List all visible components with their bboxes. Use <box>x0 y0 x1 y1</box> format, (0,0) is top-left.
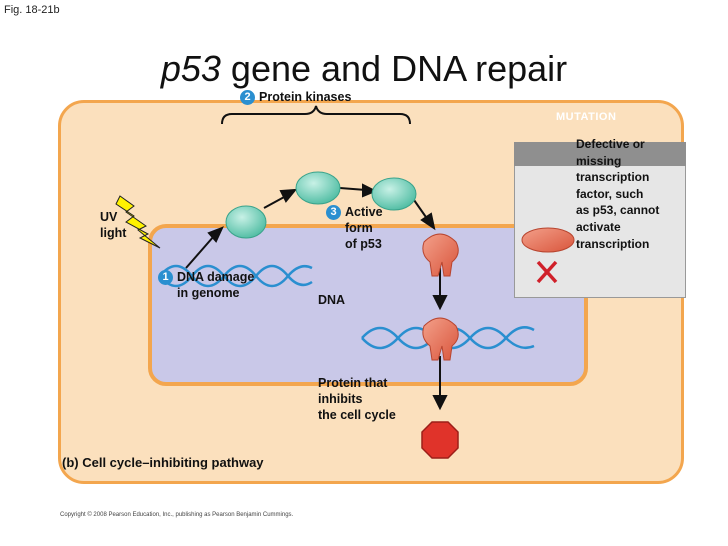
stop-sign-icon <box>421 421 459 459</box>
pathway-caption: (b) Cell cycle–inhibiting pathway <box>62 455 264 470</box>
mutation-header-bar <box>514 142 686 166</box>
step3-line1: Active <box>345 205 383 219</box>
inhibitor-line3: the cell cycle <box>318 408 396 422</box>
mutation-header: MUTATION <box>556 111 617 123</box>
mutation-panel <box>514 142 686 298</box>
step3-label: 3 Active form of p53 <box>326 204 383 252</box>
uv-label: UV light <box>100 209 126 241</box>
mutation-text: Defective or missing transcription facto… <box>576 136 659 252</box>
step3-line2: form <box>345 221 373 235</box>
step1-number: 1 <box>158 270 173 285</box>
dna-label: DNA <box>318 293 346 307</box>
uv-line1: UV <box>100 210 118 224</box>
mutation-line: activate <box>576 219 621 234</box>
step2-label: 2 Protein kinases <box>240 89 351 105</box>
mutation-line: missing <box>576 153 622 168</box>
step3-line3: of p53 <box>345 237 382 251</box>
mutation-line: transcription <box>576 236 650 251</box>
figure-label: Fig. 18-21b <box>4 4 60 16</box>
kinase-brace <box>221 105 411 125</box>
kinase-icon-2 <box>295 171 341 205</box>
inhibitor-label: Protein that inhibits the cell cycle <box>318 375 396 423</box>
p53-bound-icon <box>422 317 459 361</box>
step1-line2: in genome <box>177 286 240 300</box>
page-title: p53 gene and DNA repair <box>0 48 728 90</box>
mutation-line: Defective or <box>576 137 645 151</box>
uv-line2: light <box>100 226 127 240</box>
kinase-icon-3 <box>371 177 417 211</box>
step1-label: 1 DNA damage in genome <box>158 269 254 301</box>
arrow-kinase-to-active <box>339 187 367 191</box>
mutation-line: as p53, cannot <box>576 203 660 218</box>
title-italic: p53 <box>160 48 221 89</box>
defective-p53-icon <box>521 227 575 253</box>
inhibitor-line2: inhibits <box>318 392 363 406</box>
mutation-line: factor, such <box>576 186 644 201</box>
uv-lightning-icon <box>115 195 161 249</box>
mutation-line: transcription <box>576 170 650 185</box>
step3-number: 3 <box>326 205 341 220</box>
arrow-damage-to-kinase <box>185 235 215 269</box>
title-rest: gene and DNA repair <box>220 48 568 89</box>
inhibitor-line1: Protein that <box>318 376 388 390</box>
step1-line1: DNA damage <box>177 270 255 284</box>
dna-helix-left <box>159 264 313 288</box>
step2-number: 2 <box>240 90 255 105</box>
kinase-icon-1 <box>225 205 267 239</box>
cross-icon <box>536 260 558 284</box>
arrow-kinase-to-kinase <box>263 195 287 209</box>
p53-icon <box>422 233 459 277</box>
copyright-text: Copyright © 2008 Pearson Education, Inc.… <box>60 512 294 518</box>
step2-text: Protein kinases <box>259 90 352 104</box>
